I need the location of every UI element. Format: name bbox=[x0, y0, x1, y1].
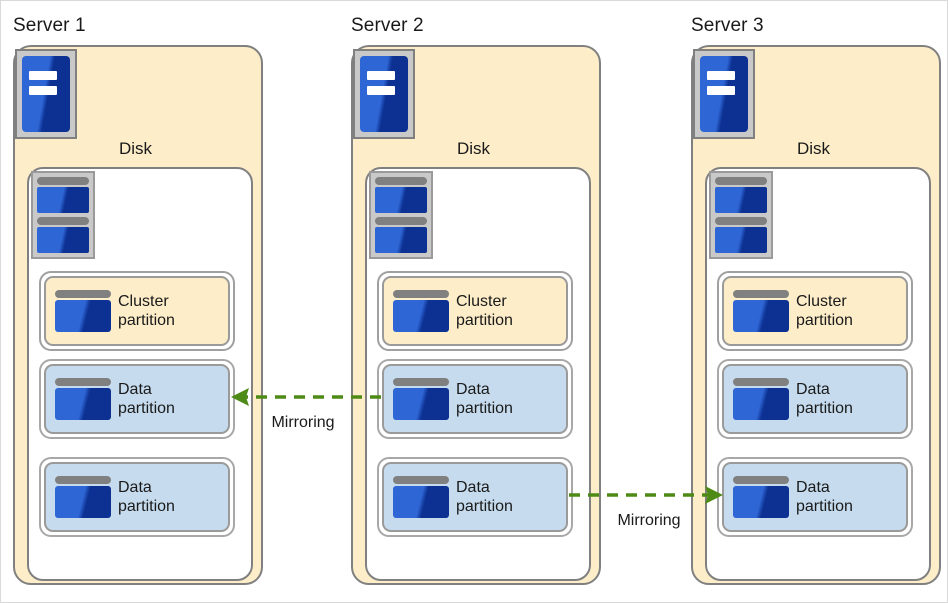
server-1-disk-stack-icon bbox=[31, 171, 95, 259]
disk-unit-icon bbox=[375, 177, 427, 214]
partition-label-line1: Cluster bbox=[118, 293, 169, 310]
partition-label-line1: Cluster bbox=[456, 293, 507, 310]
partition-label-line2: partition bbox=[796, 498, 853, 515]
mirroring-label-1: Mirroring bbox=[271, 414, 335, 431]
partition-icon bbox=[55, 290, 111, 332]
partition-icon bbox=[393, 290, 449, 332]
server-2-disk-label: Disk bbox=[457, 139, 491, 158]
server-chassis-icon bbox=[700, 56, 748, 132]
server-1-data-partition-1[interactable]: Data partition bbox=[39, 359, 235, 439]
partition-label-line2: partition bbox=[796, 312, 853, 329]
partition-label-line2: partition bbox=[118, 400, 175, 417]
partition-icon bbox=[55, 476, 111, 518]
disk-unit-icon bbox=[375, 216, 427, 253]
server-3-data-partition-1[interactable]: Data partition bbox=[717, 359, 913, 439]
partition-icon bbox=[733, 476, 789, 518]
server-3-title: Server 3 bbox=[691, 15, 764, 36]
partition-label-line1: Data bbox=[118, 479, 152, 496]
partition-label: Data partition bbox=[118, 478, 175, 516]
server-led-bar-icon bbox=[28, 71, 57, 80]
partition-icon bbox=[733, 378, 789, 420]
server-3-server-icon bbox=[693, 49, 755, 139]
server-chassis-icon bbox=[22, 56, 70, 132]
server-1-disk-label: Disk bbox=[119, 139, 153, 158]
partition-label-line1: Data bbox=[118, 381, 152, 398]
server-led-bar-icon bbox=[366, 71, 395, 80]
partition-label: Data partition bbox=[796, 478, 853, 516]
server-chassis-icon bbox=[360, 56, 408, 132]
partition-label: Data partition bbox=[796, 380, 853, 418]
server-led-bar-icon bbox=[706, 86, 735, 95]
server-3-disk-stack-icon bbox=[709, 171, 773, 259]
dashed-arrow-icon bbox=[569, 486, 723, 504]
server-led-bar-icon bbox=[706, 71, 735, 80]
server-1-group: Server 1 Disk Cluster partition bbox=[1, 1, 271, 602]
partition-label-line2: partition bbox=[118, 312, 175, 329]
disk-unit-icon bbox=[715, 177, 767, 214]
partition-label-line2: partition bbox=[456, 498, 513, 515]
partition-icon bbox=[393, 476, 449, 518]
partition-label-line2: partition bbox=[456, 312, 513, 329]
partition-icon bbox=[393, 378, 449, 420]
server-1-data-partition-2[interactable]: Data partition bbox=[39, 457, 235, 537]
partition-label: Cluster partition bbox=[456, 292, 513, 330]
disk-unit-icon bbox=[37, 216, 89, 253]
dashed-arrow-icon bbox=[231, 388, 381, 406]
partition-label-line2: partition bbox=[456, 400, 513, 417]
mirroring-arrow-2 bbox=[567, 477, 731, 517]
partition-icon bbox=[733, 290, 789, 332]
server-1-cluster-partition[interactable]: Cluster partition bbox=[39, 271, 235, 351]
partition-label-line1: Data bbox=[456, 381, 490, 398]
server-led-bar-icon bbox=[366, 86, 395, 95]
server-3-data-partition-2[interactable]: Data partition bbox=[717, 457, 913, 537]
partition-label-line1: Data bbox=[796, 479, 830, 496]
partition-label: Data partition bbox=[456, 478, 513, 516]
partition-label-line2: partition bbox=[796, 400, 853, 417]
server-2-data-partition-1[interactable]: Data partition bbox=[377, 359, 573, 439]
server-1-server-icon bbox=[15, 49, 77, 139]
partition-icon bbox=[55, 378, 111, 420]
mirroring-arrow-1 bbox=[223, 379, 383, 419]
partition-label: Data partition bbox=[118, 380, 175, 418]
disk-unit-icon bbox=[715, 216, 767, 253]
server-3-cluster-partition[interactable]: Cluster partition bbox=[717, 271, 913, 351]
partition-label: Cluster partition bbox=[796, 292, 853, 330]
server-3-disk-label: Disk bbox=[797, 139, 831, 158]
disk-unit-icon bbox=[37, 177, 89, 214]
server-1-title: Server 1 bbox=[13, 15, 86, 36]
server-2-cluster-partition[interactable]: Cluster partition bbox=[377, 271, 573, 351]
server-2-data-partition-2[interactable]: Data partition bbox=[377, 457, 573, 537]
server-3-group: Server 3 Disk Cluster partition bbox=[679, 1, 947, 602]
partition-label: Data partition bbox=[456, 380, 513, 418]
partition-label-line1: Cluster bbox=[796, 293, 847, 310]
partition-label-line1: Data bbox=[456, 479, 490, 496]
partition-label: Cluster partition bbox=[118, 292, 175, 330]
server-led-bar-icon bbox=[28, 86, 57, 95]
mirroring-label-2: Mirroring bbox=[617, 512, 681, 529]
server-2-group: Server 2 Disk Cluster partition bbox=[339, 1, 609, 602]
partition-label-line2: partition bbox=[118, 498, 175, 515]
server-2-disk-stack-icon bbox=[369, 171, 433, 259]
partition-label-line1: Data bbox=[796, 381, 830, 398]
server-2-title: Server 2 bbox=[351, 15, 424, 36]
server-2-server-icon bbox=[353, 49, 415, 139]
